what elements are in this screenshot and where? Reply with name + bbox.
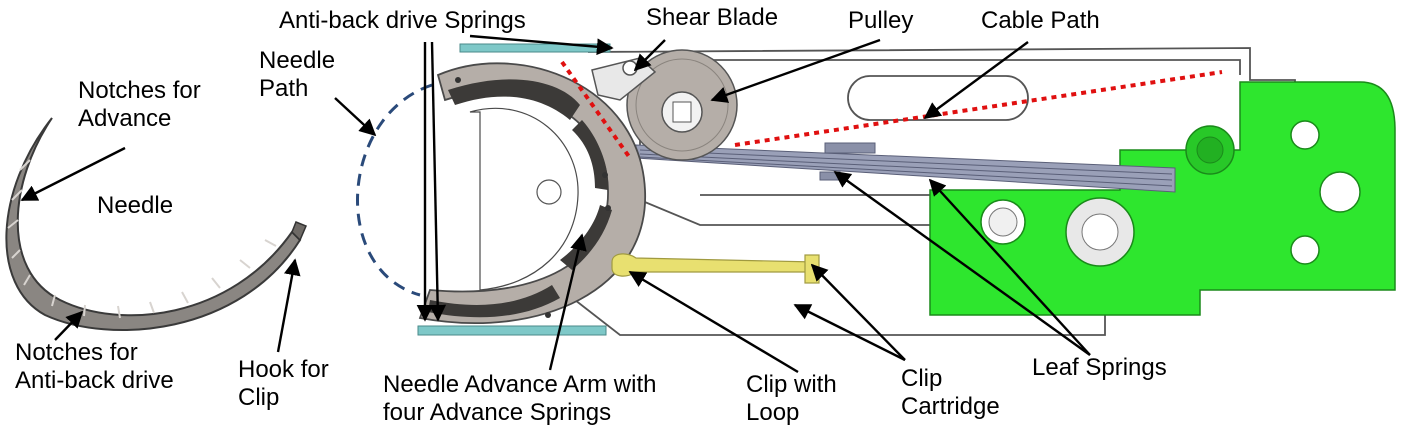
leader-cable-path — [923, 41, 1029, 119]
green-hole-2 — [1319, 171, 1361, 213]
leader-needle-path — [334, 97, 377, 137]
label-notches-for-advance: Notches for Advance — [78, 77, 201, 133]
label-clip-loop-line2: Loop — [746, 399, 800, 426]
cable-path-illustration — [560, 60, 1223, 160]
label-hook-for-clip: Hook for Clip — [238, 356, 329, 412]
leader-antiback-2 — [429, 41, 447, 322]
label-clip-with-loop: Clip with Loop — [746, 371, 837, 427]
label-pulley-text: Pulley — [848, 7, 914, 34]
label-antiback-springs-text: Anti-back drive Springs — [279, 7, 526, 34]
label-hook-clip-line1: Hook for — [238, 356, 329, 383]
label-advance-arm-line2: four Advance Springs — [383, 399, 612, 426]
leader-advance-arm — [548, 233, 587, 371]
leader-notches-advance — [20, 146, 126, 202]
leader-hook-clip — [276, 258, 301, 353]
leader-shear-blade — [633, 39, 666, 72]
green-hole-3 — [1290, 235, 1320, 265]
pulley-illustration — [626, 49, 738, 161]
label-shear-blade: Shear Blade — [646, 4, 778, 32]
needle-advance-arm — [418, 62, 646, 325]
label-notches-antiback-line1: Notches for — [15, 339, 138, 366]
needle-body — [5, 117, 302, 331]
leader-clip-cartridge-2 — [810, 263, 906, 361]
label-notches-for-antiback: Notches for Anti-back drive — [15, 339, 174, 395]
leaf-springs-illustration — [635, 142, 1176, 193]
leader-pulley — [710, 38, 881, 103]
green-body — [929, 81, 1396, 316]
label-clip-loop-line1: Clip with — [746, 371, 837, 398]
green-hole-1 — [1290, 120, 1320, 150]
label-cable-path: Cable Path — [981, 7, 1100, 35]
label-antiback-springs: Anti-back drive Springs — [279, 7, 526, 35]
label-needle-advance-arm: Needle Advance Arm with four Advance Spr… — [383, 371, 656, 427]
label-needle-path: Needle Path — [259, 47, 335, 103]
label-advance-arm-line1: Needle Advance Arm with — [383, 371, 657, 398]
label-notches-advance-line1: Notches for — [78, 77, 201, 104]
needle-illustration — [5, 117, 307, 331]
label-notches-advance-line2: Advance — [78, 105, 172, 132]
label-leaf-springs: Leaf Springs — [1032, 354, 1167, 382]
green-screw-left-inner — [988, 207, 1018, 237]
leader-leaf-springs-1 — [833, 171, 1091, 356]
leader-lines — [20, 34, 1091, 374]
label-cable-path-text: Cable Path — [981, 7, 1100, 34]
label-needle-path-line1: Needle — [259, 47, 336, 74]
green-housing — [929, 81, 1396, 316]
label-shear-blade-text: Shear Blade — [646, 4, 779, 31]
leader-notches-antiback — [54, 310, 84, 341]
green-screw-right-inner — [1081, 213, 1119, 251]
green-boss-inner — [1196, 136, 1224, 164]
label-notches-antiback-line2: Anti-back drive — [15, 367, 174, 394]
leader-leaf-springs-2 — [928, 178, 1091, 356]
leader-antiback-top — [469, 34, 614, 56]
label-leaf-springs-text: Leaf Springs — [1032, 354, 1167, 381]
label-clip-cartridge-line1: Clip — [901, 365, 943, 392]
label-clip-cartridge-line2: Cartridge — [901, 393, 1000, 420]
label-needle-text: Needle — [97, 192, 174, 219]
label-clip-cartridge: Clip Cartridge — [901, 365, 1000, 421]
label-hook-clip-line2: Clip — [238, 384, 280, 411]
leader-clip-loop — [628, 270, 799, 374]
label-pulley: Pulley — [848, 7, 913, 35]
needle-hook — [291, 221, 307, 242]
label-needle-path-line2: Path — [259, 75, 309, 102]
needle-notch-pattern — [7, 159, 277, 319]
leader-clip-cartridge-1 — [793, 303, 906, 362]
label-needle: Needle — [97, 192, 173, 220]
needle-path-arc — [356, 83, 433, 297]
